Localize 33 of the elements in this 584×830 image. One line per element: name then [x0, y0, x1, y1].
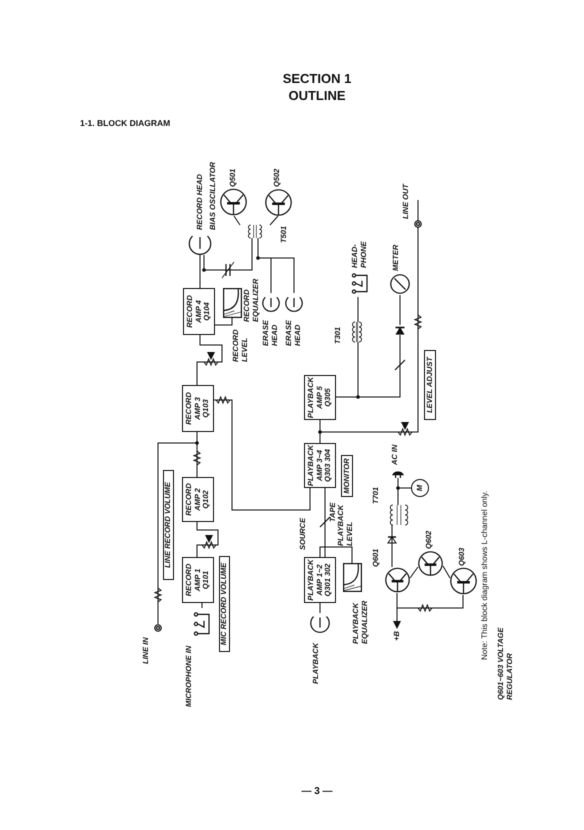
- transistor-symbol: [265, 189, 292, 216]
- wire: [258, 238, 294, 294]
- wire: [204, 238, 252, 270]
- transistor-symbol: [418, 550, 443, 577]
- page-number: — 3 —: [300, 788, 334, 796]
- wire: [196, 432, 198, 478]
- wire: [234, 216, 240, 226]
- wire: [214, 318, 232, 326]
- equalizer-symbol: [223, 288, 242, 318]
- wire: [410, 566, 418, 578]
- diode-symbol: [395, 325, 405, 335]
- wire: [336, 334, 400, 398]
- wire: [320, 546, 352, 564]
- tape-head-symbol: [308, 613, 332, 633]
- wire: [270, 216, 278, 226]
- transistor-symbol: [385, 567, 410, 593]
- wire: [324, 488, 326, 558]
- wire: [393, 592, 401, 629]
- title: SECTION 1 OUTLINE: [282, 70, 352, 104]
- wire: [320, 228, 418, 444]
- wire: [214, 400, 310, 510]
- wire: [196, 334, 222, 386]
- jack-symbol: [154, 624, 162, 632]
- wire: [396, 592, 464, 608]
- transistor-symbol: [450, 567, 477, 595]
- section-heading: 1-1. BLOCK DIAGRAM: [80, 119, 172, 128]
- jack-symbol: [414, 220, 422, 228]
- equalizer-symbol: [343, 563, 362, 592]
- wire: [196, 522, 218, 558]
- transistor-symbol: [220, 188, 247, 216]
- note: Note: This block diagram shows L-channel only.: [481, 490, 490, 660]
- wire: [442, 566, 450, 578]
- meter-symbol: [390, 273, 410, 295]
